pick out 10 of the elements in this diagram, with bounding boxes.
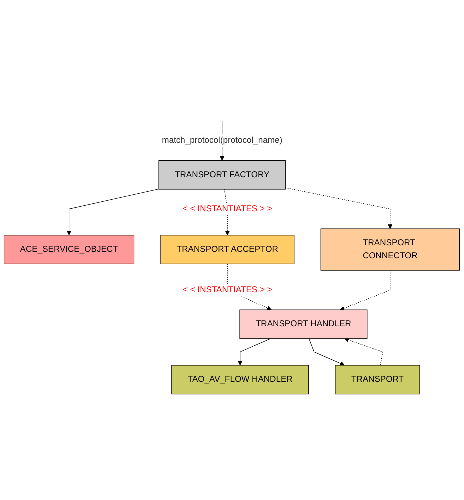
class-box: ACE_SERVICE_OBJECT [4,235,135,265]
class-box: TRANSPORT HANDLER [240,310,368,340]
class-box: TAO_AV_FLOW HANDLER [172,365,310,395]
edge-label: match_protocol(protocol_name) [162,134,283,148]
class-box: TRANSPORT [335,365,420,395]
edge-label: < < INSTANTIATES > > [183,284,272,297]
edge-label: < < INSTANTIATES > > [183,203,272,216]
class-box: TRANSPORT ACCEPTOR [160,235,295,265]
class-box: TRANSPORT CONNECTOR [320,228,460,272]
class-box: TRANSPORT FACTORY [158,160,286,190]
